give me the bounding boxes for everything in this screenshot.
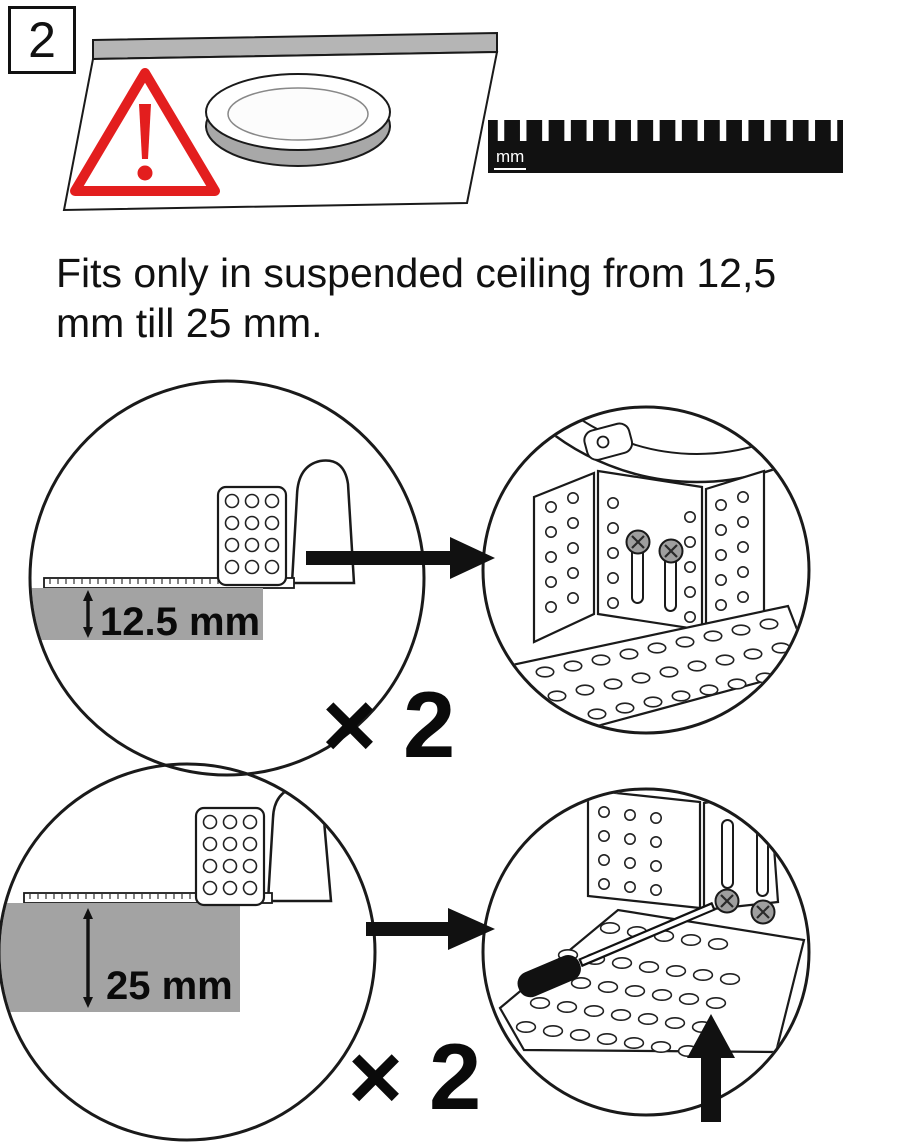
arrow-right-icon bbox=[366, 908, 495, 950]
ruler-ticks bbox=[497, 120, 838, 141]
detail-circle-outline bbox=[28, 379, 426, 777]
fixture-rim-inner bbox=[484, 408, 808, 455]
bracket-base-plate bbox=[498, 908, 806, 1058]
ruler-unit-label: mm bbox=[494, 147, 527, 170]
instruction-text: Fits only in suspended ceiling from 12,5… bbox=[56, 250, 777, 347]
ceiling-thickness-shade bbox=[31, 588, 263, 640]
detail-view-bracket-mounted bbox=[481, 405, 811, 735]
detail-view-screwdriver bbox=[481, 787, 811, 1122]
step-number-box: 2 bbox=[8, 6, 76, 74]
screw bbox=[658, 538, 684, 564]
multiplier-label-row2: × 2 bbox=[348, 1024, 482, 1129]
bracket-front-plate bbox=[596, 469, 704, 632]
double-arrow-vertical-icon bbox=[83, 590, 93, 638]
screw bbox=[625, 529, 651, 555]
light-face bbox=[227, 87, 369, 141]
multiplier-label-row1: × 2 bbox=[322, 672, 456, 777]
bracket-right-plate bbox=[704, 469, 766, 632]
detail-circle-outline bbox=[0, 762, 377, 1142]
ceiling-thickness-shade bbox=[0, 903, 240, 1012]
fixture-housing bbox=[266, 785, 333, 903]
double-arrow-vertical-icon bbox=[83, 908, 93, 1008]
detail-circle-outline bbox=[481, 787, 811, 1117]
detail-circle-outline bbox=[481, 405, 811, 735]
keyhole-slot bbox=[721, 819, 734, 889]
bracket-slot-plate bbox=[702, 790, 780, 912]
fixture-rim-outer bbox=[484, 408, 808, 484]
screw bbox=[750, 899, 776, 925]
screwdriver bbox=[517, 901, 716, 998]
thickness-label-25: 25 mm bbox=[106, 964, 233, 1008]
screw bbox=[714, 888, 740, 914]
screwdriver-handle bbox=[517, 955, 581, 998]
tab-hole bbox=[596, 435, 610, 449]
arrow-right-icon bbox=[306, 537, 495, 579]
warning-triangle-icon bbox=[70, 68, 220, 196]
ruler bbox=[488, 120, 843, 173]
step-number: 2 bbox=[28, 12, 56, 68]
arrow-up-icon bbox=[687, 1014, 735, 1122]
thickness-label-12-5: 12.5 mm bbox=[100, 600, 261, 644]
mounting-bracket bbox=[216, 485, 288, 587]
bracket-back-plate bbox=[586, 790, 702, 910]
detail-view-25-section bbox=[0, 762, 377, 1142]
bracket-left-plate bbox=[532, 471, 596, 644]
mounting-bracket bbox=[194, 806, 266, 907]
